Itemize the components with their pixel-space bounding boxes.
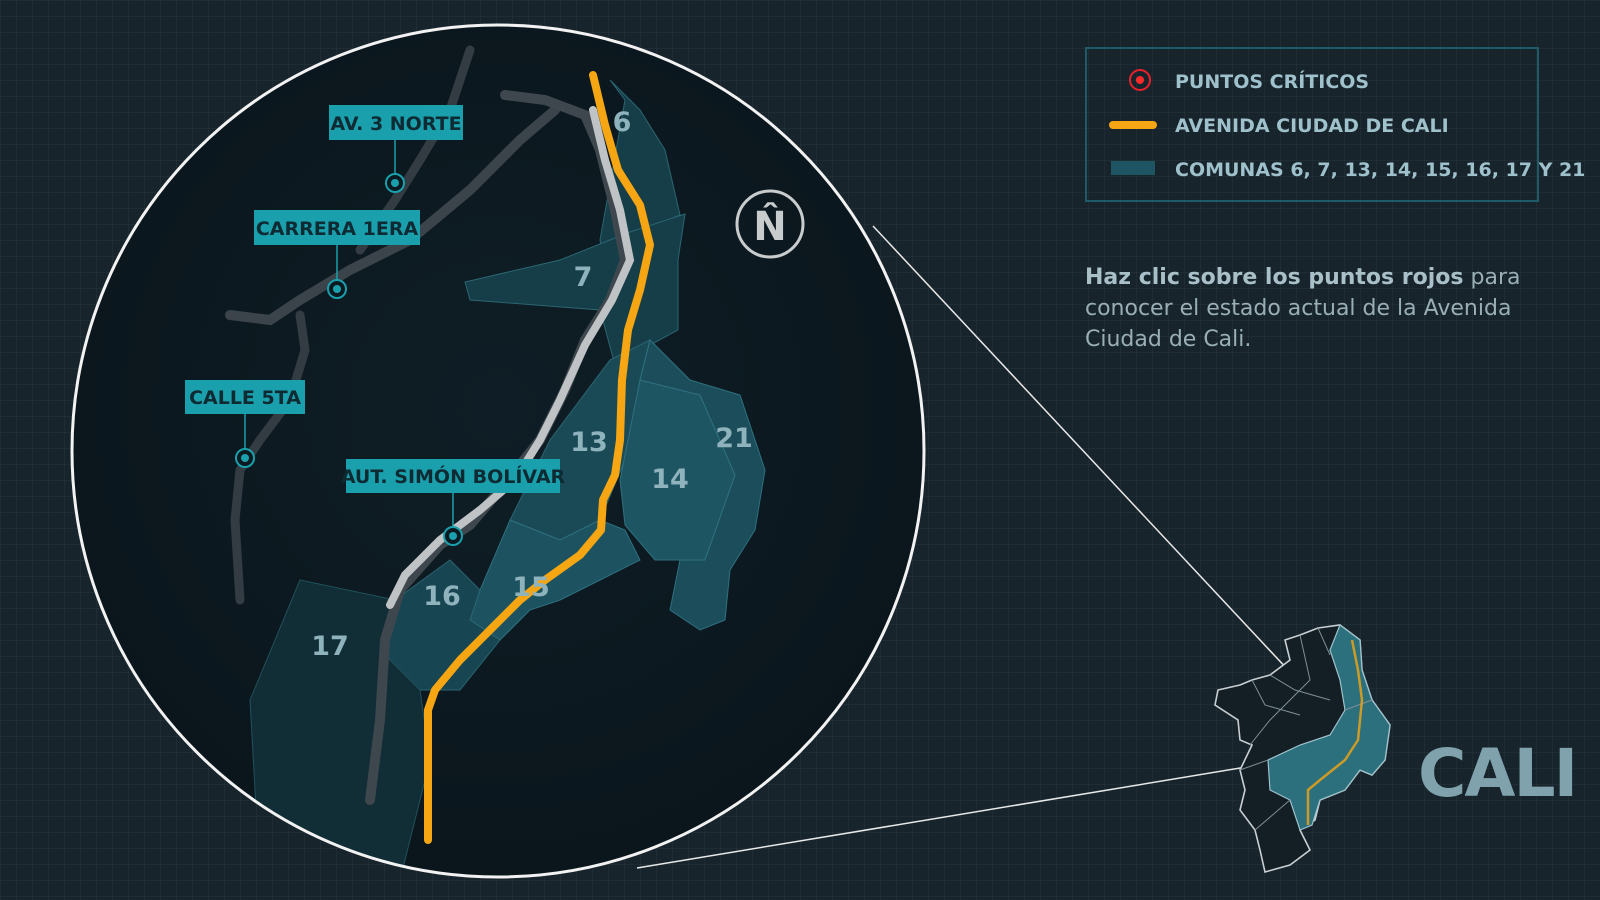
road-calle-5ta <box>230 310 310 605</box>
instructions-bold: Haz clic sobre los puntos rojos <box>1085 265 1464 290</box>
legend-item-critical-points[interactable]: PUNTOS CRÍTICOS <box>1087 67 1369 97</box>
comuna-6-label: 6 <box>613 107 632 138</box>
critical-point-icon <box>1109 67 1175 97</box>
road-label-carrera-1era-text: CARRERA 1ERA <box>256 218 419 240</box>
comuna-16-label: 16 <box>423 581 461 612</box>
avenida-ciudad-de-cali-line[interactable] <box>424 71 654 844</box>
comuna-21-area[interactable] <box>639 339 766 631</box>
road-carrera-1era <box>225 105 560 326</box>
cali-avenida-mini <box>1306 639 1364 825</box>
instructions-rest: para conocer el estado actual de la Aven… <box>1085 265 1521 352</box>
road-simon-bolivar <box>386 106 635 609</box>
road-label-av-3-norte[interactable]: AV. 3 NORTE <box>329 105 463 193</box>
zoom-connector-top <box>872 225 1362 749</box>
legend-label-critical-points: PUNTOS CRÍTICOS <box>1175 71 1370 93</box>
road-label-av-3-norte-text: AV. 3 NORTE <box>330 113 461 135</box>
zoomed-map: 6 7 13 14 21 15 16 17 <box>225 45 766 877</box>
road-label-carrera-1era[interactable]: CARRERA 1ERA <box>254 210 420 299</box>
legend-item-comunas[interactable]: COMUNAS 6, 7, 13, 14, 15, 16, 17 Y 21 <box>1087 155 1585 185</box>
north-arrow-icon: N̂ <box>735 189 805 259</box>
city-label: CALI <box>1418 735 1578 812</box>
comuna-7-label: 7 <box>574 262 593 293</box>
comuna-area-icon <box>1109 155 1175 185</box>
instructions-text: Haz clic sobre los puntos rojos para con… <box>1085 262 1525 355</box>
road-label-calle-5ta-text: CALLE 5TA <box>189 387 301 409</box>
cali-mini-map[interactable] <box>1214 624 1391 873</box>
legend-item-avenida[interactable]: AVENIDA CIUDAD DE CALI <box>1087 111 1449 141</box>
map-legend: PUNTOS CRÍTICOS AVENIDA CIUDAD DE CALI C… <box>1085 47 1585 202</box>
zoom-circle-outline <box>70 23 926 879</box>
cali-inner-boundaries <box>1239 627 1373 831</box>
zoom-circle-bg <box>72 25 924 877</box>
avenue-line-icon <box>1109 111 1175 141</box>
legend-label-comunas: COMUNAS 6, 7, 13, 14, 15, 16, 17 Y 21 <box>1175 159 1586 181</box>
road-label-calle-5ta[interactable]: CALLE 5TA <box>185 380 305 468</box>
comuna-14-label: 14 <box>651 464 689 495</box>
comuna-13-label: 13 <box>570 427 608 458</box>
legend-label-avenida: AVENIDA CIUDAD DE CALI <box>1175 115 1449 137</box>
road-label-simon-bolivar-text: AUT. SIMÓN BOLÍVAR <box>341 464 566 488</box>
comuna-17-label: 17 <box>311 631 349 662</box>
comuna-21-label: 21 <box>715 423 753 454</box>
comuna-15-label: 15 <box>512 572 550 603</box>
road-label-simon-bolivar[interactable]: AUT. SIMÓN BOLÍVAR <box>341 459 566 546</box>
north-arrow-letter: N̂ <box>753 202 786 250</box>
